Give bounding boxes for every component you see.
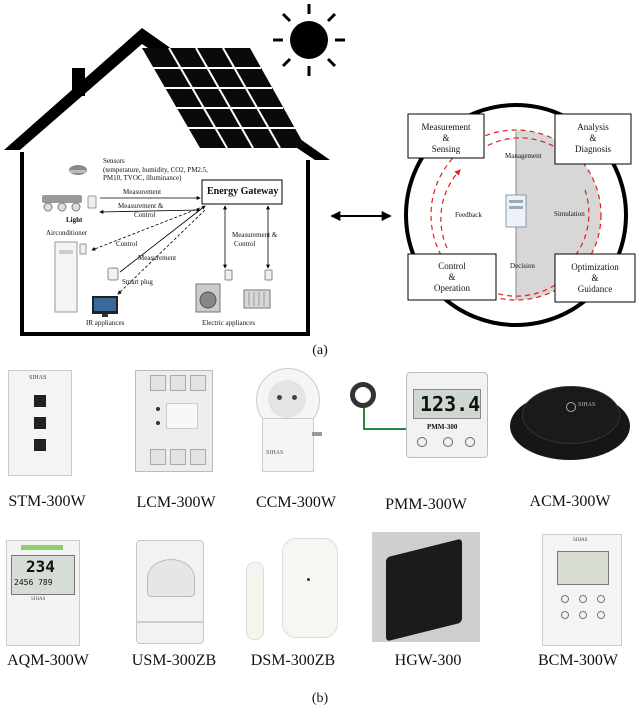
measurement-sensing-text: Measurement&Sensing <box>421 122 471 154</box>
caption-b: (b) <box>311 691 329 706</box>
measurement-arrows <box>91 196 270 295</box>
measurement-control-label: Measurement & <box>232 231 278 239</box>
box-analysis-diagnosis <box>554 113 632 165</box>
measurement-control-label: Control <box>234 240 256 248</box>
smart-plug-icon <box>107 267 119 281</box>
device-label: PMM-300W <box>385 496 467 513</box>
device-label: DSM-300ZB <box>250 652 336 669</box>
air-conditioner-icon <box>54 241 87 313</box>
brand-logo: SIHAS <box>29 375 47 381</box>
pmm-300w-device: 123.4 PMM-300 <box>346 368 488 468</box>
sensors-detail: (temperature, humidity, CO2, PM2.5, <box>103 166 208 174</box>
plug-icon <box>224 269 233 281</box>
device-label: HGW-300 <box>394 652 462 669</box>
electric-appliances-label: Electric appliances <box>202 319 256 327</box>
hgw-300-device <box>372 532 480 642</box>
house-chimney <box>72 68 85 96</box>
light-fixture-icon <box>42 195 97 212</box>
heater-icon <box>243 289 271 309</box>
measurement-label: Measurement <box>138 254 177 262</box>
pmm-model-text: PMM-300 <box>427 423 458 431</box>
plug-icon <box>264 269 273 281</box>
brand-logo: SIHAS <box>573 538 588 543</box>
aqm-300w-device: 234 2456 789 SIHAS <box>6 540 80 646</box>
pmm-display: 123.4 <box>420 392 481 416</box>
brand-logo: SIHAS <box>31 597 46 602</box>
sun-icon <box>273 4 345 76</box>
brand-logo: SIHAS <box>266 450 284 456</box>
device-label: USM-300ZB <box>131 652 217 669</box>
box-control-operation <box>407 253 497 301</box>
control-label: Control <box>116 240 138 248</box>
stm-300w-device: SIHAS <box>8 370 72 476</box>
sensor-icon <box>69 165 87 175</box>
solar-panel <box>142 47 306 149</box>
device-label: ACM-300W <box>529 493 611 510</box>
sensors-label: Sensors <box>103 157 125 165</box>
caption-a: (a) <box>312 343 328 358</box>
device-label: LCM-300W <box>136 494 216 511</box>
server-icon <box>505 194 527 228</box>
box-measurement-sensing <box>407 113 485 159</box>
device-label: AQM-300W <box>7 652 89 669</box>
dsm-300zb-device <box>240 538 340 640</box>
smart-plug-label: Smart plug <box>122 278 153 286</box>
device-label: CCM-300W <box>256 494 336 511</box>
acm-300w-device: SIHAS <box>506 380 634 466</box>
measurement-control-label: Measurement & <box>118 202 164 210</box>
house-walls <box>20 152 310 336</box>
air-conditioner-label: Airconditioner <box>46 229 88 237</box>
simulation-label: Simulation <box>554 210 585 218</box>
lcm-300w-device <box>135 370 213 472</box>
washing-machine-icon <box>195 283 221 313</box>
aqm-display-main: 234 <box>26 557 55 576</box>
bcm-300w-device: SIHAS <box>542 534 622 646</box>
measurement-control-label: Control <box>134 211 156 219</box>
analysis-diagnosis-text: Analysis&Diagnosis <box>575 122 611 154</box>
light-label: Light <box>66 216 83 224</box>
management-cycle <box>404 103 636 327</box>
device-label: BCM-300W <box>538 652 618 669</box>
energy-gateway-box <box>201 179 283 205</box>
energy-gateway-label: Energy Gateway <box>207 186 279 197</box>
control-operation-text: Control&Operation <box>434 261 470 293</box>
aqm-display-sub: 2456 789 <box>14 578 53 587</box>
decision-label: Decision <box>510 262 535 270</box>
measurement-label: Measurement <box>123 188 162 196</box>
house-diagram <box>4 4 636 336</box>
ccm-300w-device: SIHAS <box>248 366 328 474</box>
feedback-label: Feedback <box>455 211 482 219</box>
ir-appliances-label: IR appliances <box>86 319 125 327</box>
sensors-detail: PM10, TVOC, illuminance) <box>103 174 182 182</box>
device-label: STM-300W <box>8 493 86 510</box>
management-label: Management <box>505 152 542 160</box>
tv-icon <box>92 296 118 317</box>
brand-logo: SIHAS <box>578 402 596 408</box>
box-optimization-guidance <box>554 253 636 303</box>
usm-300zb-device <box>136 540 204 644</box>
optimization-guidance-text: Optimization&Guidance <box>571 262 619 294</box>
